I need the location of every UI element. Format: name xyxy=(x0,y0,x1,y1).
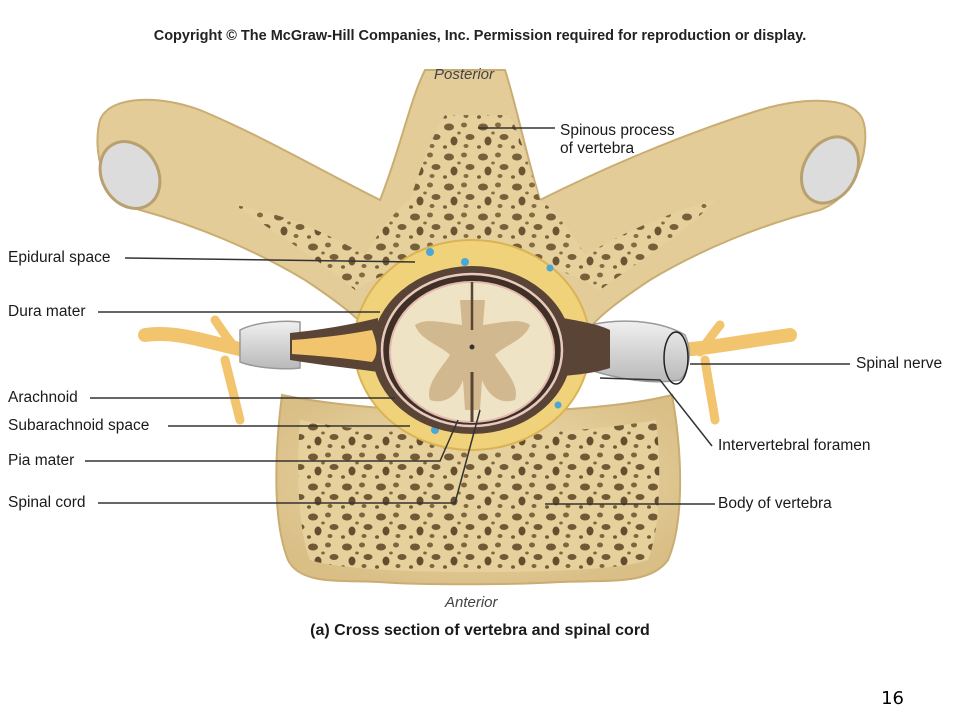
spinal-cord xyxy=(389,281,555,423)
page-number: 16 xyxy=(881,688,904,709)
anterior-label: Anterior xyxy=(445,594,498,611)
label-spinal-nerve: Spinal nerve xyxy=(856,355,943,372)
figure-caption: (a) Cross section of vertebra and spinal… xyxy=(310,622,650,639)
label-spinal-cord: Spinal cord xyxy=(8,494,86,511)
label-dura-mater: Dura mater xyxy=(8,303,86,320)
label-pia-mater: Pia mater xyxy=(8,452,75,469)
label-body-of-vertebra: Body of vertebra xyxy=(718,495,832,512)
spinal-nerve-right xyxy=(589,320,797,425)
label-spinous-process: Spinous process of vertebra xyxy=(560,122,675,157)
label-subarachnoid-space: Subarachnoid space xyxy=(8,417,150,434)
label-epidural-space: Epidural space xyxy=(8,249,111,266)
vertebral-arch xyxy=(96,69,867,332)
leader-lines xyxy=(85,127,850,505)
copyright-notice: Copyright © The McGraw-Hill Companies, I… xyxy=(153,28,807,44)
label-arachnoid: Arachnoid xyxy=(8,389,78,406)
posterior-label: Posterior xyxy=(434,66,495,83)
label-intervertebral-foramen: Intervertebral foramen xyxy=(718,437,871,454)
vertebral-body xyxy=(275,393,682,586)
spinal-nerve-left xyxy=(138,315,301,425)
